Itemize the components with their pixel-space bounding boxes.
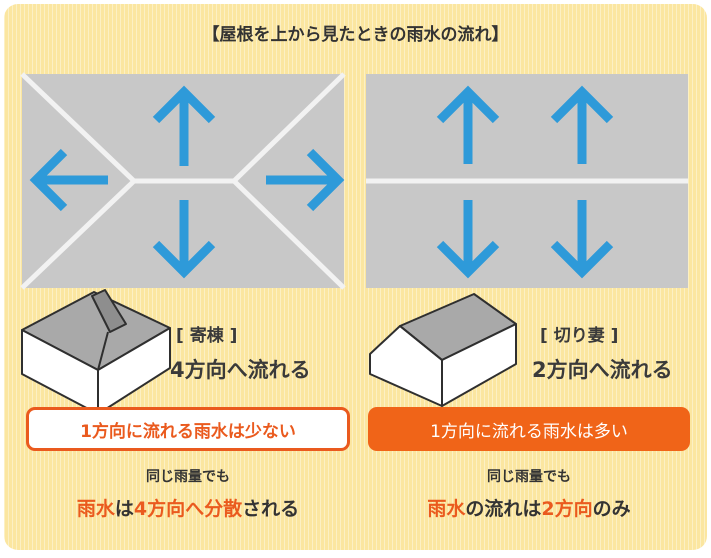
gable-roof-name: [ 切り妻 ] [540,326,619,346]
hipped-flow-label: 4方向へ流れる [170,358,311,382]
conclusion-text: される [242,498,300,520]
conclusion-text: の流れは [465,498,542,520]
conclusion-emphasis: 雨水 [427,498,466,520]
conclusion-emphasis: 雨水 [76,498,115,520]
conclusion-emphasis: 4方向へ分散 [133,498,243,520]
diagram-title: 【屋根を上から見たときの雨水の流れ】 [202,25,509,45]
hipped-conclusion: 雨水は4方向へ分散される [26,494,350,521]
hipped-roof-topview [20,72,346,290]
arrow-right-icon [266,148,345,212]
roof-diagram [20,72,688,415]
conclusion-emphasis: 2方向 [541,498,593,520]
gable-roof-topview [366,74,688,288]
arrow-up-icon [550,85,614,164]
conclusion-text: は [114,498,134,520]
hipped-flow-box: 1方向に流れる雨水は少ない [26,407,350,451]
diagram-canvas: 【屋根を上から見たときの雨水の流れ】 [4,4,707,550]
hipped-roof-name: [ 寄棟 ] [176,326,238,346]
hipped-note: 同じ雨量でも [146,469,230,485]
gable-flow-box: 1方向に流れる雨水は多い [368,407,690,451]
arrow-up-icon [152,85,216,166]
gable-note: 同じ雨量でも [487,469,571,485]
arrow-left-icon [29,148,108,212]
arrow-down-icon [152,200,216,279]
gable-conclusion: 雨水の流れは2方向のみ [368,494,690,521]
gable-flow-label: 2方向へ流れる [532,358,673,382]
conclusion-text: のみ [592,498,631,520]
hipped-house-icon [21,289,171,415]
arrow-down-icon [550,200,614,279]
arrow-up-icon [436,85,500,164]
arrow-down-icon [436,200,500,279]
gable-house-icon [369,293,517,407]
hipped-roof-ridges [20,72,346,290]
